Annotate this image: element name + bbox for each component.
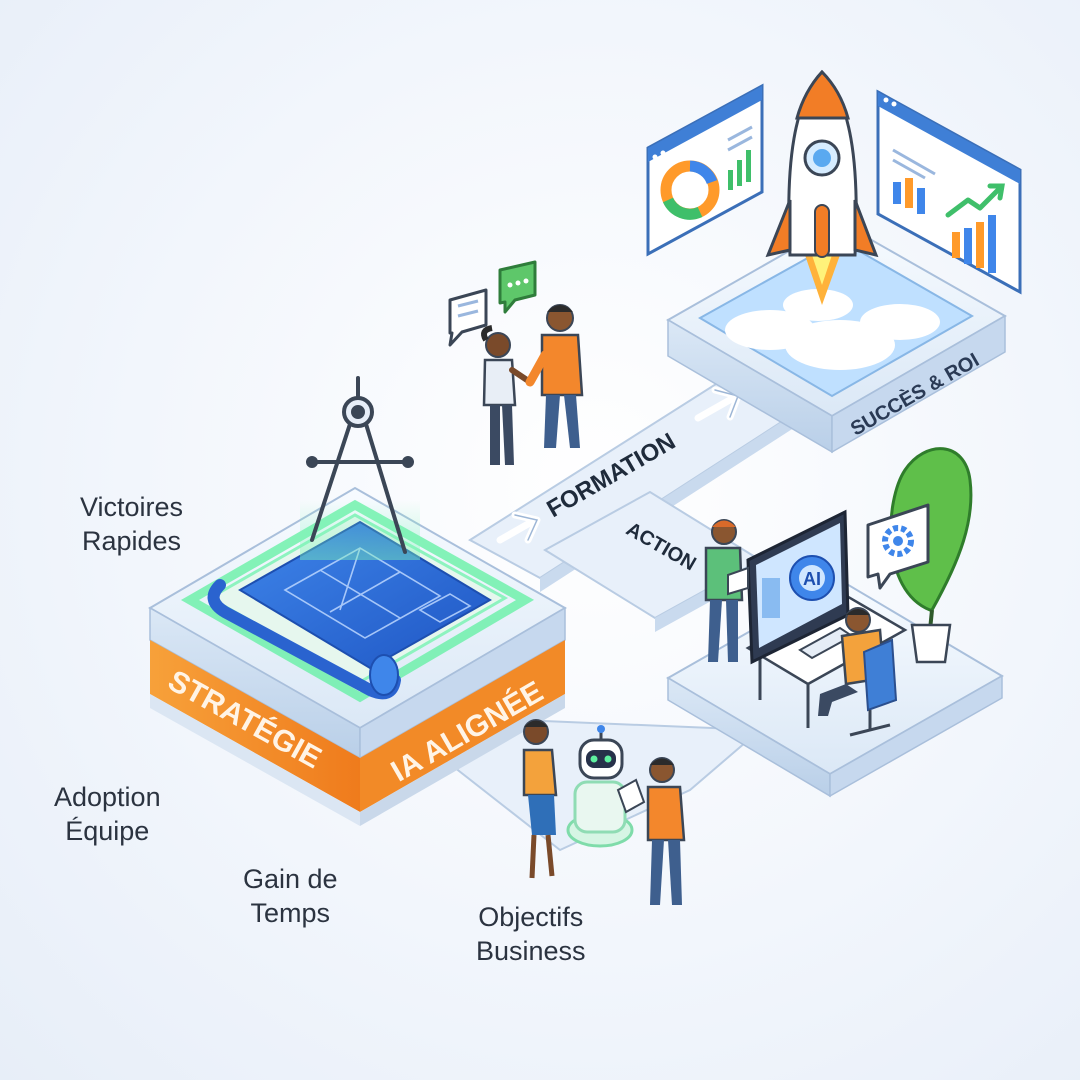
- gear-icon: [866, 503, 930, 590]
- person-woman-handshake: [481, 325, 533, 465]
- person-woman-robot: [522, 719, 558, 879]
- dashboard-icon-donut: [646, 83, 764, 257]
- compass-icon: [306, 376, 414, 554]
- person-man-clipboard: [616, 757, 686, 905]
- robot-icon: [566, 725, 634, 848]
- dashboard-icon-bars: [876, 89, 1022, 295]
- rocket-icon: [765, 69, 879, 305]
- monitor-ai-badge: AI: [803, 569, 821, 589]
- chat-bubble-icon: [448, 260, 537, 347]
- person-seated: [818, 607, 898, 737]
- person-man-handshake: [525, 304, 584, 448]
- plant-icon: [889, 447, 973, 664]
- success-platform: [666, 220, 1008, 454]
- glow-beam: [300, 500, 420, 560]
- person-presenter: [704, 519, 749, 662]
